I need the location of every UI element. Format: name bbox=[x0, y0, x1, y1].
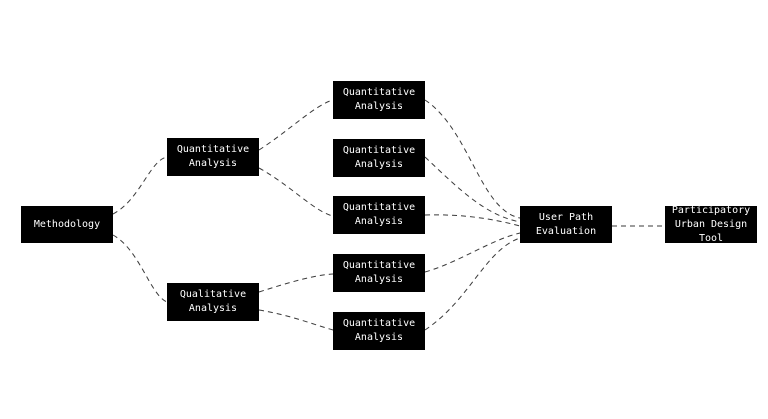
node-quantitative-analysis-2: Quantitative Analysis bbox=[333, 139, 425, 177]
node-quantitative-analysis-1: Quantitative Analysis bbox=[333, 81, 425, 119]
connector-q1-to-user-path bbox=[424, 99, 521, 219]
connector-qualitative-to-q4 bbox=[258, 273, 334, 293]
connector-q3-to-user-path bbox=[424, 214, 521, 227]
connector-q4-to-user-path bbox=[424, 232, 521, 273]
connector-q5-to-user-path bbox=[424, 237, 521, 331]
connector-methodology-to-qualitative bbox=[112, 234, 168, 303]
connector-quantitative-to-q3 bbox=[258, 167, 334, 217]
connector-q2-to-user-path bbox=[424, 156, 521, 223]
node-methodology: Methodology bbox=[21, 206, 113, 243]
node-quantitative-analysis-4: Quantitative Analysis bbox=[333, 254, 425, 292]
node-qualitative-analysis: Qualitative Analysis bbox=[167, 283, 259, 321]
connector-quantitative-to-q1 bbox=[258, 99, 334, 151]
node-quantitative-analysis: Quantitative Analysis bbox=[167, 138, 259, 176]
connector-methodology-to-quantitative bbox=[112, 156, 168, 215]
connector-qualitative-to-q5 bbox=[258, 309, 334, 331]
node-quantitative-analysis-3: Quantitative Analysis bbox=[333, 196, 425, 234]
node-participatory-urban-design-tool: Participatory Urban Design Tool bbox=[665, 205, 757, 244]
node-quantitative-analysis-5: Quantitative Analysis bbox=[333, 312, 425, 350]
node-user-path-evaluation: User Path Evaluation bbox=[520, 206, 612, 243]
